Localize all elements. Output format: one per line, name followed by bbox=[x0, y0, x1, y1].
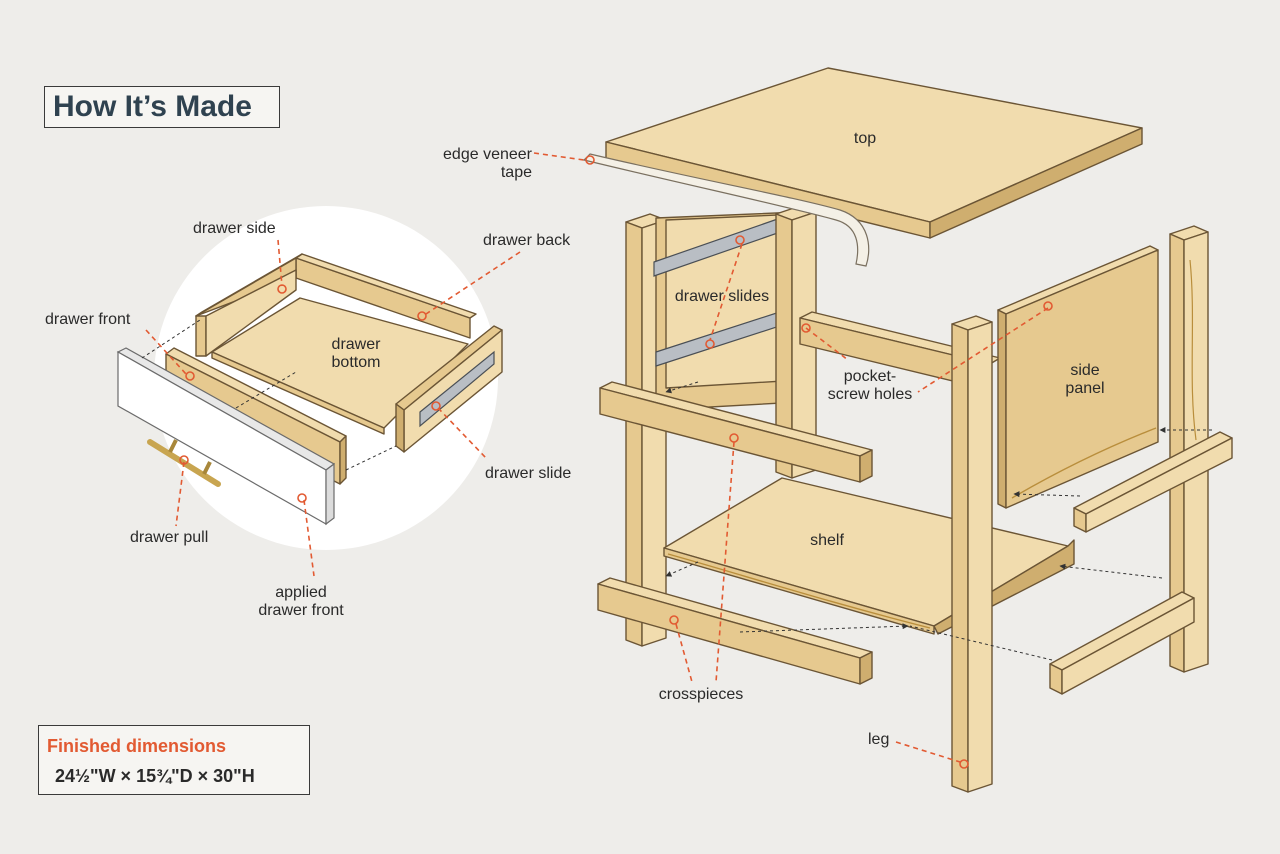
rear-right-leg bbox=[1169, 225, 1209, 673]
crosspiece-lower-left bbox=[597, 577, 873, 685]
finished-dimensions-heading: Finished dimensions bbox=[47, 736, 227, 756]
label-drawer-pull: drawer pull bbox=[130, 529, 209, 546]
label-drawer-back: drawer back bbox=[483, 232, 571, 249]
finished-dimensions-value: 24½"W × 15¾"D × 30"H bbox=[55, 766, 255, 786]
label-drawer-slides: drawer slides bbox=[674, 288, 770, 305]
title-box: How It’s Made bbox=[44, 86, 280, 128]
table-top bbox=[605, 67, 1143, 239]
drawer-back-board bbox=[295, 253, 477, 339]
label-applied-drawer-front: applied drawer front bbox=[258, 584, 344, 619]
label-crosspieces: crosspieces bbox=[658, 686, 744, 703]
drawer-right-side-board bbox=[395, 325, 503, 453]
label-top: top bbox=[853, 130, 877, 147]
label-edge-veneer-tape: edge veneer tape bbox=[443, 146, 532, 181]
finished-dimensions-box: Finished dimensions 24½"W × 15¾"D × 30"H bbox=[38, 725, 310, 795]
label-drawer-front: drawer front bbox=[45, 311, 131, 328]
label-drawer-side: drawer side bbox=[193, 220, 276, 237]
crosspiece-upper-left bbox=[599, 381, 873, 483]
crosspiece-lower-right bbox=[1049, 591, 1195, 695]
drawer-side-board bbox=[195, 253, 303, 357]
edge-veneer-tape bbox=[582, 153, 870, 267]
label-shelf: shelf bbox=[810, 532, 844, 549]
drawer-inset bbox=[116, 206, 503, 550]
side-panel-board bbox=[997, 245, 1159, 509]
label-pocket-screw-holes: pocket- screw holes bbox=[827, 368, 913, 403]
page-title: How It’s Made bbox=[53, 90, 252, 123]
label-drawer-slide: drawer slide bbox=[485, 465, 572, 482]
applied-drawer-front-board bbox=[116, 347, 336, 526]
label-leg: leg bbox=[868, 731, 890, 748]
crosspiece-upper-right bbox=[1073, 431, 1233, 533]
drawer-slide-hardware bbox=[419, 350, 495, 428]
label-drawer-bottom: drawer bottom bbox=[331, 336, 381, 371]
callout-leaders bbox=[145, 152, 1053, 769]
front-leg bbox=[951, 315, 993, 793]
label-side-panel: side panel bbox=[1065, 362, 1105, 397]
